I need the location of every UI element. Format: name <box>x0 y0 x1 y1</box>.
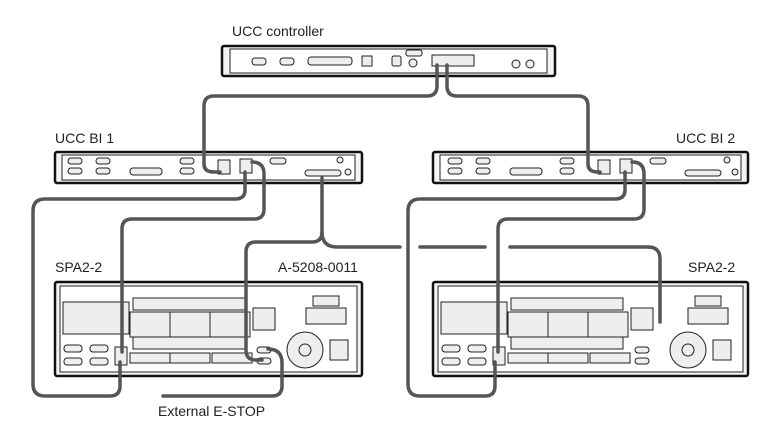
cable-a-5208-0011-branch-segment-1 <box>320 230 402 249</box>
cable-bi1-to-spa-left-b <box>120 160 266 354</box>
cable-controller-to-bi1 <box>202 63 439 174</box>
cable-a-5208-0011 <box>244 176 324 362</box>
spa2-2-left-device <box>53 280 364 378</box>
ucc-bi-1-label: UCC BI 1 <box>55 130 115 146</box>
cable-bi2-to-spa-right-a <box>406 170 627 398</box>
spa-left-label: SPA2-2 <box>55 259 103 275</box>
ucc-controller-label: UCC controller <box>232 23 324 39</box>
spa-right-label: SPA2-2 <box>688 259 736 275</box>
cable-a-5208-0011-branch-segment-3 <box>508 245 662 324</box>
ucc-bi-1-device <box>53 150 364 185</box>
cable-controller-to-bi2 <box>445 63 602 174</box>
cable-bi2-to-spa-right-b <box>496 160 646 354</box>
external-estop-label: External E-STOP <box>158 403 266 419</box>
ucc-bi-2-label: UCC BI 2 <box>676 130 736 146</box>
ucc-controller-device <box>220 44 557 78</box>
spa2-2-right-device <box>431 280 750 378</box>
cable-external-estop <box>161 347 284 398</box>
cable-part-number-label: A-5208-0011 <box>278 259 358 275</box>
cable-bi1-to-spa-left-a <box>31 170 247 398</box>
